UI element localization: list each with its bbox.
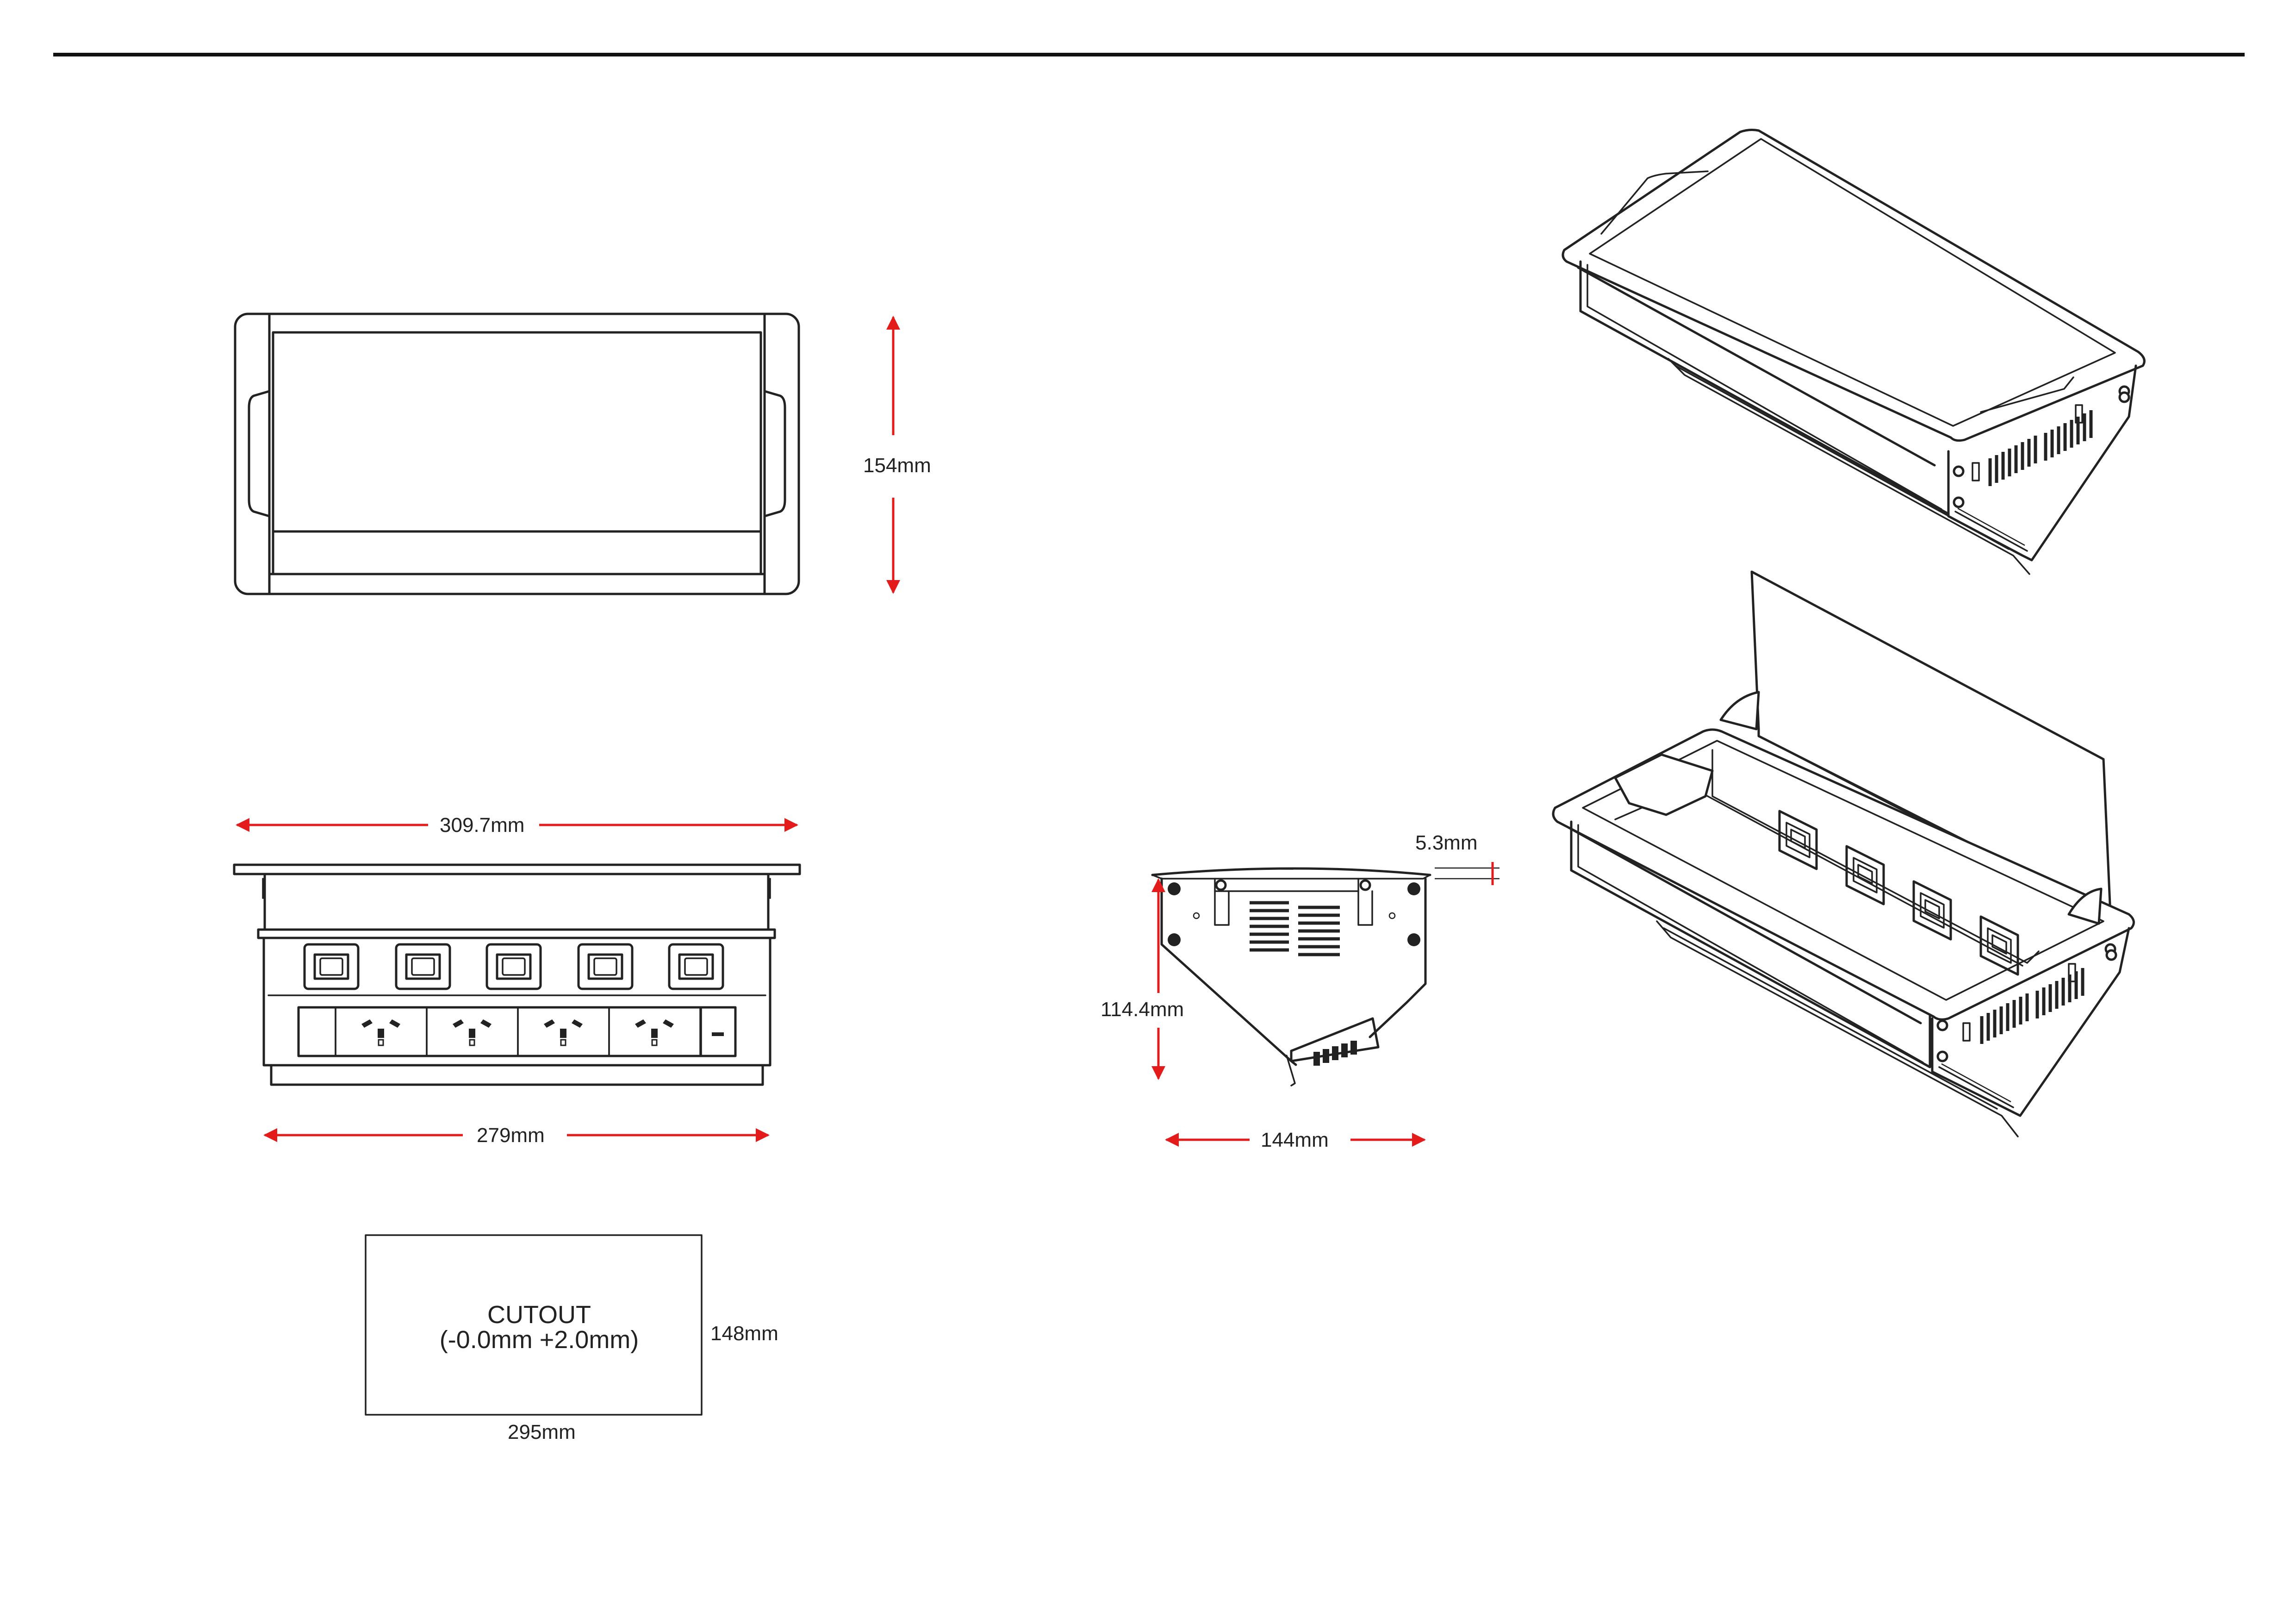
dimension-depth: 114.4mm	[1101, 878, 1184, 1080]
iso-data-socket	[1979, 915, 2019, 976]
side-width-label: 144mm	[1261, 1129, 1329, 1151]
cutout-width-label: 295mm	[508, 1421, 576, 1443]
side-view	[1151, 867, 1431, 1087]
depth-label: 114.4mm	[1101, 998, 1184, 1021]
iso-data-socket	[1912, 880, 1952, 941]
power-outlet	[608, 1006, 701, 1057]
cutout-height-label: 148mm	[710, 1322, 778, 1345]
dimension-side-width: 144mm	[1165, 1129, 1426, 1151]
cutout-title: CUTOUT	[487, 1301, 591, 1329]
power-outlet	[517, 1006, 610, 1057]
data-socket-row	[303, 943, 724, 990]
iso-data-socket	[1845, 845, 1885, 906]
dimension-width-top: 309.7mm	[236, 814, 798, 837]
data-socket	[303, 943, 360, 990]
width-body-label: 279mm	[477, 1124, 545, 1147]
power-socket-row	[298, 1006, 736, 1057]
data-socket	[577, 943, 634, 990]
data-socket	[395, 943, 451, 990]
isometric-open	[1552, 570, 2135, 1137]
dimension-width-body: 279mm	[263, 1124, 770, 1147]
width-top-label: 309.7mm	[440, 814, 524, 837]
dimension-lid-thickness: 5.3mm	[1415, 831, 1500, 885]
cutout-tolerance: (-0.0mm +2.0mm)	[440, 1326, 639, 1354]
height-top-label: 154mm	[863, 454, 931, 477]
lid-thickness-label: 5.3mm	[1415, 831, 1477, 854]
data-socket	[485, 943, 542, 990]
power-outlet	[426, 1006, 519, 1057]
data-socket	[668, 943, 724, 990]
power-outlet	[335, 1006, 428, 1057]
isometric-closed	[1562, 129, 2146, 575]
top-view	[234, 312, 800, 595]
iso-data-socket	[1778, 810, 1818, 870]
dimension-height-top: 154mm	[863, 316, 931, 594]
front-view	[233, 863, 801, 1086]
cutout-template: CUTOUT (-0.0mm +2.0mm) 148mm 295mm	[365, 1234, 778, 1443]
